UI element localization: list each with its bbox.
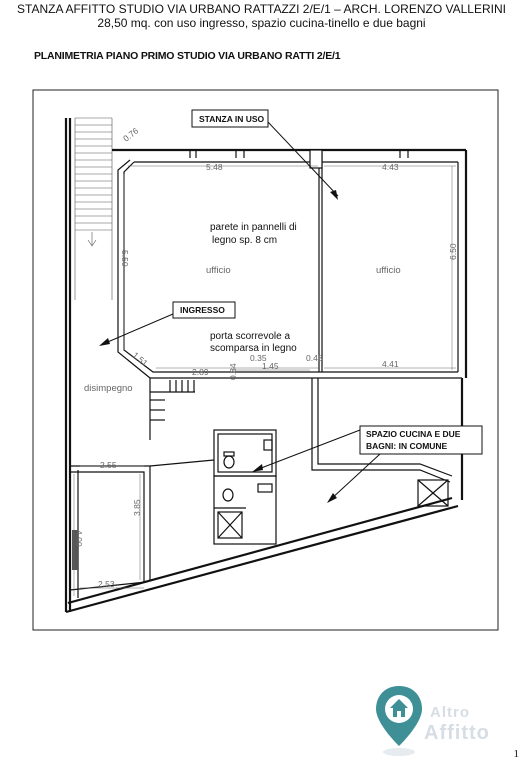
- dim-label: 4.43: [382, 162, 399, 172]
- plan-title: PLANIMETRIA PIANO PRIMO STUDIO VIA URBAN…: [34, 50, 341, 62]
- note-parete-line2: legno sp. 8 cm: [212, 235, 277, 246]
- plan-notes: parete in pannelli di legno sp. 8 cm por…: [210, 222, 297, 354]
- dim-label: 2.55: [100, 460, 117, 470]
- outer-walls: [64, 118, 468, 614]
- room-label-disimpegno: disimpegno: [84, 383, 133, 394]
- room-label-ufficio-right: ufficio: [376, 265, 401, 276]
- dim-label: 1.45: [262, 361, 279, 371]
- dim-label: 0.84: [228, 363, 238, 380]
- dim-label: 0.76: [121, 125, 140, 143]
- dim-label: 4.00: [74, 530, 84, 547]
- dim-label: 6.50: [448, 243, 458, 260]
- room-label-ufficio-left: ufficio: [206, 265, 231, 276]
- logo-word-altro: Altro: [430, 704, 470, 721]
- dimension-lines: [73, 165, 456, 596]
- dim-label: 2.89: [192, 367, 209, 377]
- internal-walls: [69, 149, 462, 598]
- note-parete-line1: parete in pannelli di: [210, 222, 297, 233]
- callout-stanza-label: STANZA IN USO: [199, 114, 265, 124]
- dim-label: 3.85: [132, 499, 142, 516]
- dim-label: 1.51: [131, 350, 150, 368]
- dim-label: 2.53: [98, 579, 115, 589]
- map-pin-house-icon: [376, 686, 422, 756]
- dim-label: 0.35: [250, 353, 267, 363]
- altro-affitto-logo: Altro Affitto: [372, 684, 512, 758]
- callout-ingresso-label: INGRESSO: [180, 305, 225, 315]
- dim-label: 0.48: [306, 353, 323, 363]
- callout-cucina-label-1: SPAZIO CUCINA E DUE: [366, 429, 461, 439]
- logo-word-affitto: Affitto: [424, 722, 490, 744]
- callout-cucina: SPAZIO CUCINA E DUE BAGNI: IN COMUNE: [252, 425, 483, 503]
- header-line-2: 28,50 mq. con uso ingresso, spazio cucin…: [97, 16, 426, 30]
- note-porta-line1: porta scorrevole a: [210, 331, 290, 342]
- dim-label: 5.48: [206, 162, 223, 172]
- staircase: [74, 117, 113, 300]
- callout-ingresso: INGRESSO: [99, 301, 236, 346]
- dim-label: 4.41: [382, 359, 399, 369]
- page-number: 1: [513, 748, 520, 760]
- dimension-labels: 0.76 5.48 4.43 5.50 6.50 1.51 2.89 0.35 …: [74, 125, 458, 589]
- callout-stanza: STANZA IN USO: [191, 109, 339, 200]
- header-line-1: STANZA AFFITTO STUDIO VIA URBANO RATTAZZ…: [17, 2, 506, 16]
- dim-label: 5.50: [120, 250, 130, 267]
- note-porta-line2: scomparsa in legno: [210, 343, 297, 354]
- drawing-frame: [32, 89, 499, 631]
- callout-cucina-label-2: BAGNI: IN COMUNE: [366, 441, 448, 451]
- room-labels: ufficio ufficio disimpegno: [84, 265, 401, 394]
